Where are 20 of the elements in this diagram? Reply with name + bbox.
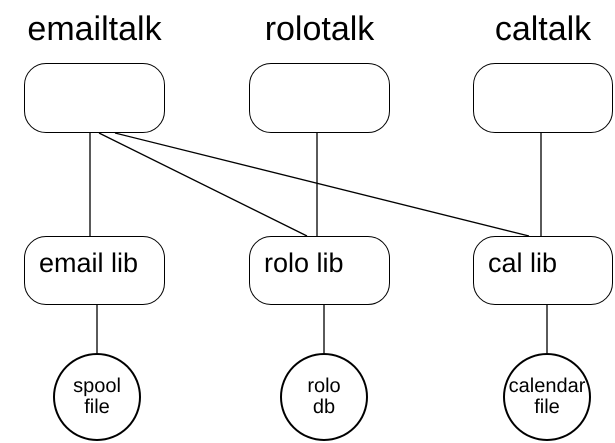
store-label: spool file (72, 376, 122, 418)
program-title: caltalk (494, 9, 592, 49)
connector-line (316, 133, 318, 236)
program-title: rolotalk (264, 9, 374, 49)
connector-line (114, 132, 530, 237)
store-label: rolo db (306, 376, 342, 418)
library-box (473, 236, 613, 305)
connector-line (89, 133, 91, 236)
store-label: calendar file (508, 376, 586, 418)
connector-line (96, 305, 98, 353)
connector-line (323, 305, 325, 353)
library-box (24, 236, 165, 305)
connector-line (546, 305, 548, 353)
library-label: email lib (39, 247, 138, 279)
library-box (249, 236, 390, 305)
library-label: cal lib (488, 247, 558, 279)
connector-line (98, 132, 308, 237)
library-label: rolo lib (264, 247, 344, 279)
connector-line (540, 133, 542, 236)
program-title: emailtalk (27, 9, 162, 49)
